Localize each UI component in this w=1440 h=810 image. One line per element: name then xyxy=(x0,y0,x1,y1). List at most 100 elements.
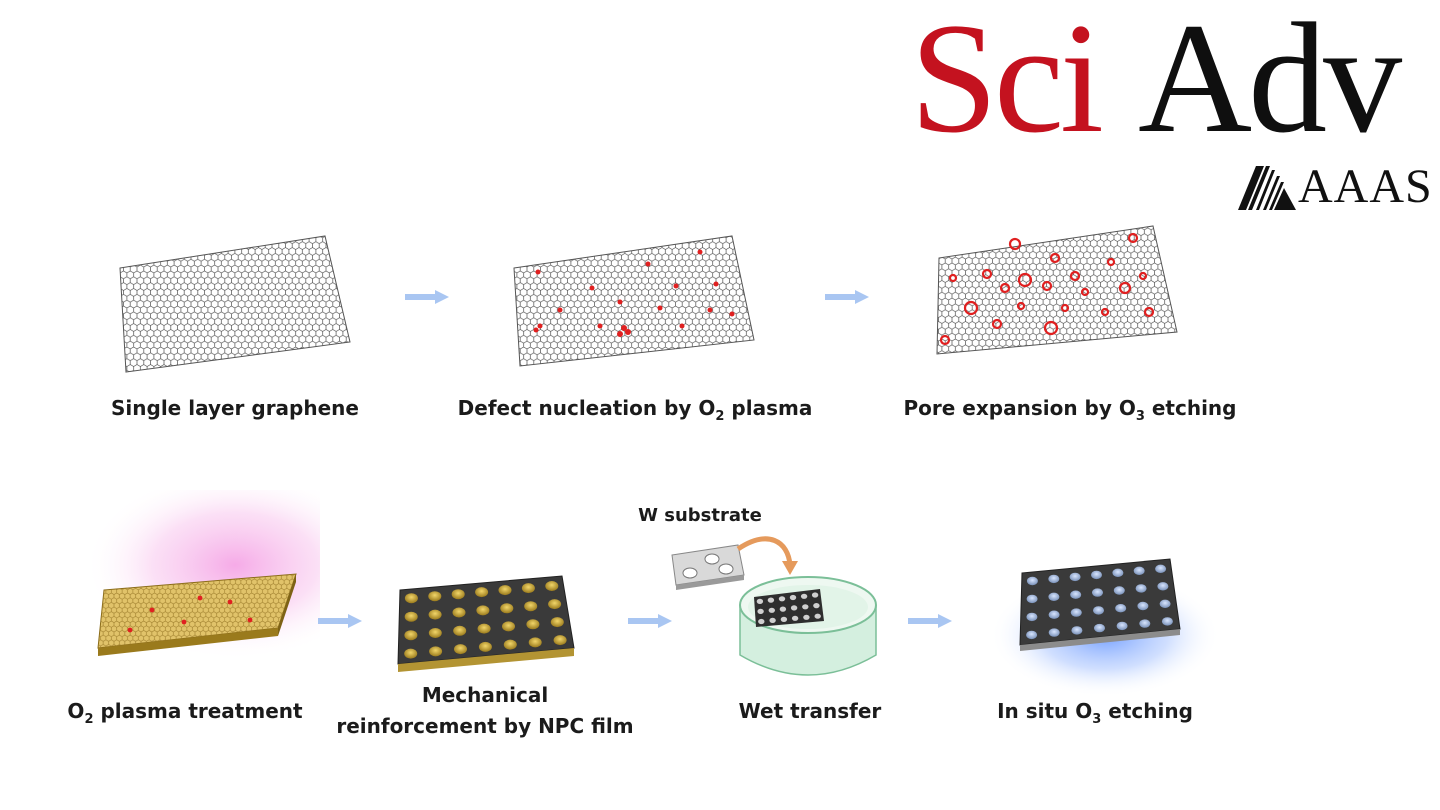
pore-hole xyxy=(521,583,535,594)
pore-hole xyxy=(1092,588,1103,597)
pore-hole xyxy=(789,594,797,601)
pore-hole xyxy=(478,641,492,652)
pore-hole xyxy=(498,585,512,596)
pore-hole xyxy=(767,597,775,603)
graphene-sheet-pristine xyxy=(119,235,351,373)
label-o2-plasma-treatment: O2 plasma treatment xyxy=(50,699,320,727)
label-o2-plasma-pre: O xyxy=(67,699,85,723)
pore-hole xyxy=(428,609,442,620)
label-o2-plasma-sub: 2 xyxy=(84,712,94,727)
label-pore-expansion: Pore expansion by O3 etching xyxy=(880,396,1260,424)
aaas-mark-icon xyxy=(1238,166,1296,210)
pore-sites xyxy=(939,232,1155,346)
pore-hole xyxy=(503,639,517,650)
pore-hole xyxy=(1048,610,1060,619)
logo-aaas-text: AAAS xyxy=(1298,160,1433,213)
pore-hole xyxy=(428,628,442,638)
pore-hole xyxy=(477,623,491,634)
pore-hole xyxy=(778,596,786,602)
pore-hole xyxy=(452,607,466,618)
pore-hole xyxy=(1026,630,1038,640)
graphene-sheet-pores xyxy=(936,225,1178,355)
pore-hole xyxy=(553,635,567,646)
label-in-situ-post: etching xyxy=(1101,699,1193,723)
pore-hole xyxy=(1048,628,1060,637)
pore-hole xyxy=(800,593,808,599)
plasma-treatment-illustration xyxy=(85,490,320,660)
pore-hole xyxy=(404,611,418,622)
pore-hole xyxy=(502,621,515,632)
label-in-situ-pre: In situ O xyxy=(997,699,1093,723)
pore-hole xyxy=(528,637,542,648)
pore-hole xyxy=(769,617,776,623)
pore-hole xyxy=(1026,612,1038,622)
pore-hole xyxy=(1113,586,1125,595)
label-defect-nucleation: Defect nucleation by O2 plasma xyxy=(440,396,830,424)
pore-hole xyxy=(451,589,465,600)
pore-hole xyxy=(428,591,442,602)
label-wet-transfer: Wet transfer xyxy=(738,699,882,723)
pore-hole xyxy=(756,598,764,604)
label-single-layer-graphene: Single layer graphene xyxy=(111,396,359,420)
label-mechanical-line2: reinforcement by NPC film xyxy=(336,714,634,738)
pore-hole xyxy=(1071,626,1083,635)
pore-hole xyxy=(813,603,820,609)
pore-hole xyxy=(454,644,467,655)
pore-hole xyxy=(1139,619,1151,628)
petri-dish xyxy=(739,576,877,676)
pore-hole xyxy=(1070,590,1082,599)
pore-hole xyxy=(1159,599,1171,608)
pore-hole xyxy=(453,625,467,636)
logo-adv-text: Adv xyxy=(1138,0,1402,166)
pore-hole xyxy=(1026,594,1038,604)
w-substrate-plate xyxy=(671,544,745,590)
pore-hole xyxy=(404,630,418,641)
pore-hole xyxy=(780,616,788,622)
pore-hole xyxy=(1069,572,1081,582)
label-defect-nucleation-sub: 2 xyxy=(715,409,725,424)
defect-sites xyxy=(533,249,735,337)
pore-hole xyxy=(1070,608,1082,617)
pore-hole xyxy=(404,593,418,604)
pore-hole xyxy=(1155,564,1167,573)
pore-hole xyxy=(1093,606,1104,615)
label-pore-expansion-sub: 3 xyxy=(1135,409,1145,424)
label-mechanical-line1: Mechanical xyxy=(421,683,549,707)
pore-hole xyxy=(757,608,764,614)
pore-hole xyxy=(779,606,787,612)
pore-hole xyxy=(1091,570,1102,580)
pore-hole xyxy=(476,605,490,616)
pore-hole xyxy=(1137,601,1149,611)
process-arrow-4 xyxy=(628,614,672,628)
process-arrow-3 xyxy=(318,614,362,628)
process-arrow-2 xyxy=(825,290,869,304)
ozone-etching-illustration xyxy=(990,558,1220,695)
pore-hole xyxy=(1157,582,1169,591)
label-o2-plasma-post: plasma treatment xyxy=(93,699,303,723)
pore-hole xyxy=(1115,604,1127,613)
pore-hole xyxy=(526,619,540,630)
pore-hole xyxy=(811,592,819,598)
pore-hole xyxy=(1116,621,1128,631)
pore-hole xyxy=(524,601,538,612)
wet-transfer-illustration xyxy=(671,536,877,676)
pore-hole xyxy=(545,581,559,591)
pore-hole xyxy=(791,615,799,621)
pore-hole xyxy=(1026,576,1038,586)
pore-hole xyxy=(790,605,798,611)
label-in-situ-sub: 3 xyxy=(1092,712,1102,727)
logo-sci-text: Sci xyxy=(910,0,1104,166)
pore-hole xyxy=(500,603,514,614)
process-arrow-5 xyxy=(908,614,952,628)
pore-hole xyxy=(802,604,809,610)
label-mechanical-reinforcement: Mechanical reinforcement by NPC film xyxy=(330,680,640,742)
pore-hole xyxy=(768,607,775,613)
pore-hole xyxy=(803,614,810,620)
label-in-situ-o3-etching: In situ O3 etching xyxy=(990,699,1200,727)
label-pore-expansion-text: Pore expansion by O xyxy=(903,396,1136,420)
pore-hole xyxy=(1133,566,1145,575)
label-pore-expansion-post: etching xyxy=(1144,396,1237,420)
label-defect-nucleation-text: Defect nucleation by O xyxy=(457,396,716,420)
pore-hole xyxy=(1112,568,1124,577)
pore-hole xyxy=(1161,617,1173,626)
